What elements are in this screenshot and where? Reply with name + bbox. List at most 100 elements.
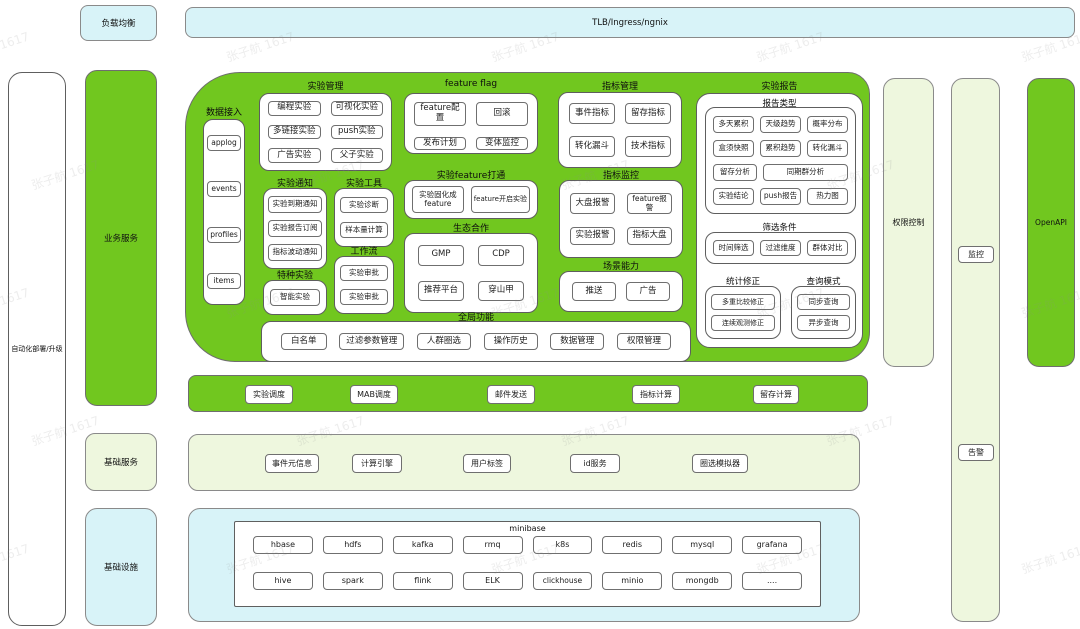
diagram-node: 累积趋势 bbox=[760, 140, 801, 157]
load-balancer-box: 负载均衡 bbox=[80, 5, 157, 41]
section-title-metric-monitor: 指标监控 bbox=[602, 171, 639, 181]
section-title-feature-flag: feature flag bbox=[444, 79, 498, 89]
diagram-node: 实验到期通知 bbox=[268, 196, 322, 213]
panel-ecosystem: GMP CDP 推荐平台 穿山甲 bbox=[404, 233, 538, 313]
section-title-experiment-report: 实验报告 bbox=[761, 82, 798, 92]
monitor-node: 监控 bbox=[958, 246, 994, 263]
diagram-node: 编程实验 bbox=[268, 101, 321, 116]
permission-control-rail: 权限控制 bbox=[883, 78, 934, 367]
diagram-node: minio bbox=[602, 572, 663, 590]
diagram-node: 人群圈选 bbox=[416, 333, 471, 350]
diagram-node: 盒须快照 bbox=[713, 140, 754, 157]
diagram-node: feature配置 bbox=[414, 102, 466, 126]
diagram-node: 天级趋势 bbox=[760, 116, 801, 133]
diagram-node: 多重比较修正 bbox=[711, 294, 775, 310]
diagram-node: 时间筛选 bbox=[713, 240, 754, 256]
diagram-node: 计算引擎 bbox=[352, 454, 402, 473]
section-title-workflow: 工作流 bbox=[350, 247, 378, 257]
section-title-metric-mgmt: 指标管理 bbox=[601, 82, 638, 92]
diagram-node: CDP bbox=[478, 245, 524, 266]
section-title-data-access: 数据接入 bbox=[205, 108, 242, 118]
diagram-node: 多天累积 bbox=[713, 116, 754, 133]
diagram-node: spark bbox=[322, 572, 383, 590]
diagram-node: 广告实验 bbox=[268, 148, 321, 163]
section-title-query-modes: 查询模式 bbox=[806, 277, 841, 287]
section-title-experiment-tools: 实验工具 bbox=[345, 179, 382, 189]
diagram-node: 实验固化成feature bbox=[412, 186, 464, 213]
panel-experiment-tools: 实验诊断 样本量计算 bbox=[334, 188, 394, 247]
diagram-node: 实验结论 bbox=[713, 188, 754, 205]
diagram-node: 邮件发送 bbox=[487, 385, 535, 404]
diagram-node: mongdb bbox=[672, 572, 733, 590]
diagram-node: 指标计算 bbox=[632, 385, 680, 404]
panel-experiment-notice: 实验到期通知 实验报告订阅 指标波动通知 bbox=[263, 188, 327, 269]
report-types-row: 留存分析 同期群分析 bbox=[713, 164, 848, 181]
panel-scenario: 推送 广告 bbox=[559, 271, 683, 312]
diagram-node: 发布计划 bbox=[414, 136, 466, 151]
diagram-node: mysql bbox=[672, 536, 733, 554]
diagram-node: kafka bbox=[392, 536, 453, 554]
diagram-node: feature开启实验 bbox=[470, 186, 530, 213]
diagram-node: 大盘报警 bbox=[570, 193, 615, 215]
diagram-node: 同期群分析 bbox=[762, 164, 848, 181]
diagram-node: 实验报告订阅 bbox=[268, 220, 322, 237]
diagram-node: 实验调度 bbox=[245, 385, 293, 404]
diagram-node: 留存分析 bbox=[713, 164, 757, 181]
section-title-experiment-notice: 实验通知 bbox=[276, 179, 313, 189]
panel-query-modes: 同步查询 异步查询 bbox=[791, 286, 856, 339]
panel-experiment-report: 报告类型 多天累积 天级趋势 概率分布 盒须快照 累积趋势 转化漏斗 留存分析 … bbox=[696, 93, 863, 348]
diagram-node: hdfs bbox=[322, 536, 383, 554]
diagram-node: 转化漏斗 bbox=[807, 140, 848, 157]
section-title-special-experiment: 特种实验 bbox=[276, 271, 313, 281]
diagram-node: 可视化实验 bbox=[330, 101, 383, 116]
basic-services-bar: 事件元信息 计算引擎 用户标签 id服务 圈选模拟器 bbox=[188, 434, 860, 491]
panel-report-types: 多天累积 天级趋势 概率分布 盒须快照 累积趋势 转化漏斗 留存分析 同期群分析… bbox=[705, 107, 856, 214]
scheduler-bar: 实验调度 MAB调度 邮件发送 指标计算 留存计算 bbox=[188, 375, 868, 412]
panel-exp-feature-bridge: 实验固化成feature feature开启实验 bbox=[404, 180, 538, 219]
section-title-global-features: 全局功能 bbox=[457, 313, 494, 323]
diagram-node: ELK bbox=[462, 572, 523, 590]
diagram-node: id服务 bbox=[570, 454, 620, 473]
diagram-node: 变体监控 bbox=[476, 136, 528, 151]
openapi-rail: OpenAPI bbox=[1027, 78, 1075, 367]
layer-basic-services: 基础服务 bbox=[85, 433, 157, 491]
minibase-box: minibase hbase hdfs kafka rmq k8s redis … bbox=[234, 521, 821, 607]
diagram-node: grafana bbox=[742, 536, 802, 554]
diagram-node: 实验报警 bbox=[570, 227, 615, 245]
panel-corrections: 多重比较修正 连续观测修正 bbox=[705, 286, 781, 339]
diagram-node: 转化漏斗 bbox=[569, 136, 615, 157]
diagram-node: 过滤维度 bbox=[760, 240, 801, 256]
panel-data-access: applog events profiles items bbox=[203, 119, 245, 305]
diagram-node: items bbox=[207, 273, 241, 289]
section-title-experiment-mgmt: 实验管理 bbox=[307, 82, 344, 92]
diagram-node: 指标波动通知 bbox=[268, 244, 322, 261]
section-title-exp-feature-bridge: 实验feature打通 bbox=[436, 171, 506, 181]
section-title-ecosystem: 生态合作 bbox=[452, 224, 489, 234]
panel-metric-monitor: 大盘报警 feature报警 实验报警 指标大盘 bbox=[559, 180, 683, 258]
diagram-node: rmq bbox=[462, 536, 523, 554]
diagram-node: 实验审批 bbox=[340, 289, 388, 305]
diagram-node: feature报警 bbox=[627, 193, 672, 215]
diagram-node: events bbox=[207, 181, 241, 197]
diagram-node: 事件元信息 bbox=[265, 454, 319, 473]
diagram-node: 用户标签 bbox=[463, 454, 511, 473]
panel-workflow: 实验审批 实验审批 bbox=[334, 256, 394, 314]
diagram-node: 多链接实验 bbox=[268, 124, 321, 140]
diagram-node: 操作历史 bbox=[483, 333, 538, 350]
diagram-node: flink bbox=[392, 572, 453, 590]
report-types-row: 盒须快照 累积趋势 转化漏斗 bbox=[713, 140, 848, 157]
business-services-region: 数据接入 applog events profiles items 实验管理 编… bbox=[185, 72, 870, 362]
diagram-node: hive bbox=[253, 572, 313, 590]
panel-filters: 时间筛选 过滤维度 群体对比 bbox=[705, 232, 856, 264]
report-types-row: 实验结论 push报告 热力图 bbox=[713, 188, 848, 205]
diagram-node: applog bbox=[207, 135, 241, 151]
diagram-node: 白名单 bbox=[281, 333, 327, 350]
diagram-node: 技术指标 bbox=[625, 136, 671, 157]
diagram-node: .... bbox=[742, 572, 802, 590]
report-types-row: 多天累积 天级趋势 概率分布 bbox=[713, 116, 848, 133]
diagram-node: 连续观测修正 bbox=[711, 315, 775, 331]
diagram-node: 推送 bbox=[572, 282, 616, 301]
diagram-node: 样本量计算 bbox=[340, 222, 388, 238]
diagram-node: 穿山甲 bbox=[478, 280, 524, 301]
diagram-node: 指标大盘 bbox=[627, 227, 672, 245]
